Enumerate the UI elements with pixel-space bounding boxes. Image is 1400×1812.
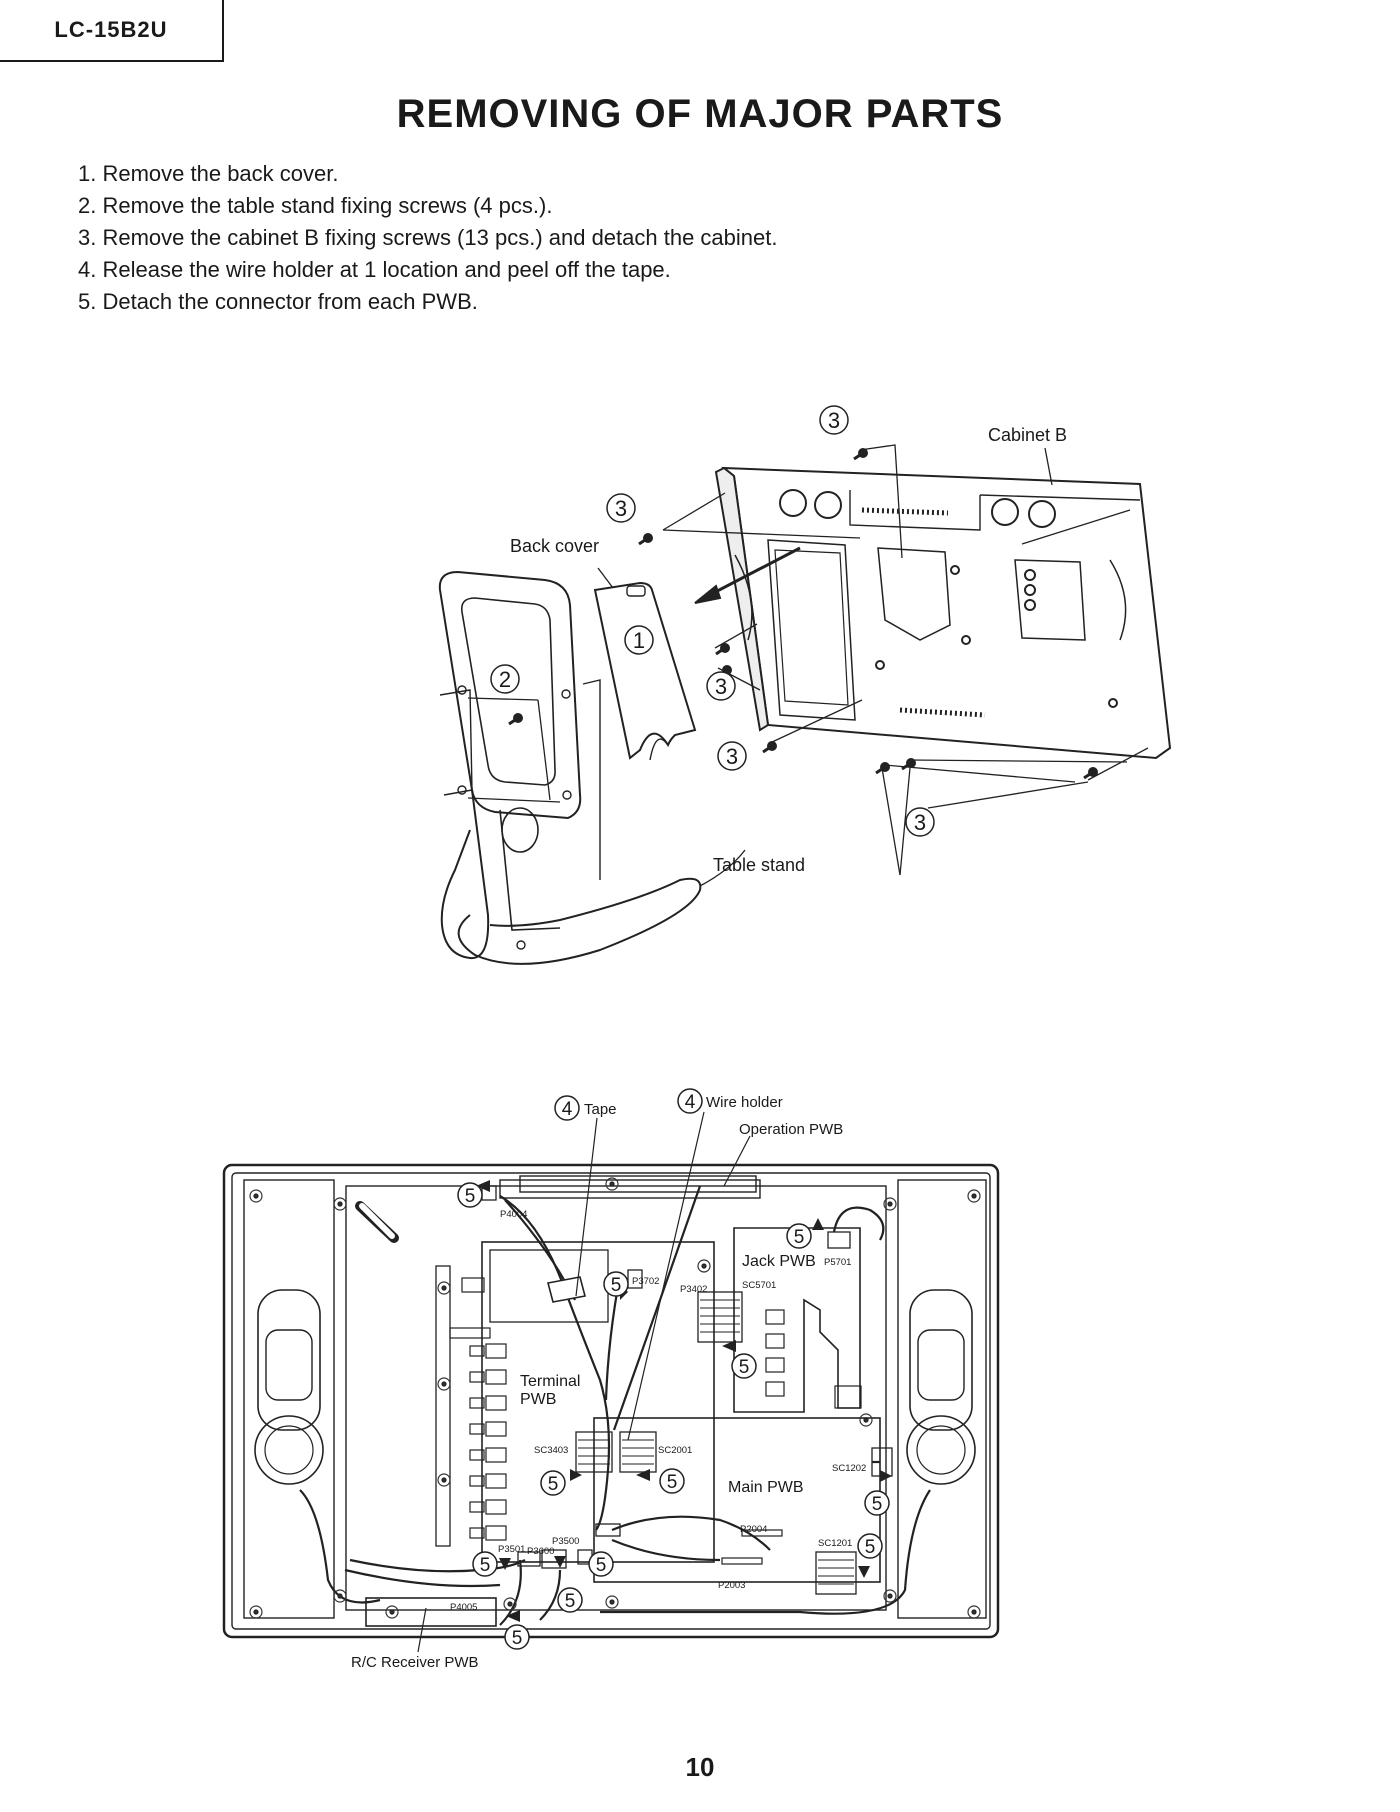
exploded-view-figure — [438, 444, 1172, 965]
connector-p4004: P4004 — [500, 1209, 527, 1220]
connector-sc3403: SC3403 — [534, 1445, 568, 1456]
label-terminal-pwb-line2: PWB — [520, 1391, 556, 1408]
cabinet-b-drawing — [714, 466, 1172, 760]
connector-p3501: P3501 — [498, 1544, 525, 1555]
callout-5-p3501: 5 — [480, 1555, 491, 1576]
connector-sc1202: SC1202 — [832, 1463, 866, 1474]
callout-3-top: 3 — [828, 408, 840, 433]
connector-p3600: P3600 — [527, 1546, 554, 1557]
step-1: 1. Remove the back cover. — [78, 161, 339, 186]
label-wire-holder: Wire holder — [706, 1094, 783, 1111]
label-table-stand: Table stand — [713, 855, 805, 875]
connector-sc1201: SC1201 — [818, 1538, 852, 1549]
callout-3-mid: 3 — [715, 674, 727, 699]
callout-5-p3702: 5 — [611, 1275, 622, 1296]
label-back-cover: Back cover — [510, 536, 599, 556]
label-jack-pwb: Jack PWB — [742, 1253, 816, 1270]
right-speaker — [897, 1179, 987, 1619]
callout-5-p5701: 5 — [794, 1227, 805, 1248]
callout-3-left: 3 — [615, 496, 627, 521]
label-terminal-pwb-line1: Terminal — [520, 1373, 580, 1390]
callout-1: 1 — [633, 628, 645, 653]
callout-5-sc3403: 5 — [548, 1474, 559, 1495]
callout-5-p4004: 5 — [465, 1186, 476, 1207]
page-title: REMOVING OF MAJOR PARTS — [396, 92, 1004, 136]
callout-5-sc2001: 5 — [667, 1472, 678, 1493]
callout-5-sc5701: 5 — [739, 1357, 750, 1378]
label-operation-pwb: Operation PWB — [739, 1121, 843, 1138]
label-rc-receiver-pwb: R/C Receiver PWB — [351, 1654, 479, 1671]
instruction-steps: 1. Remove the back cover. 2. Remove the … — [78, 158, 778, 318]
connector-p3500: P3500 — [552, 1536, 579, 1547]
callout-2: 2 — [499, 667, 511, 692]
figure1-callouts: 1 2 3 3 3 3 3 — [490, 405, 935, 837]
main-pwb — [575, 1417, 893, 1595]
model-number: LC-15B2U — [0, 0, 224, 62]
figure2-callouts: 4 4 5 5 5 5 5 5 5 5 5 5 5 5 — [457, 1088, 890, 1650]
label-cabinet-b: Cabinet B — [988, 425, 1067, 445]
callout-4-wire-holder: 4 — [685, 1092, 696, 1113]
direction-arrows — [476, 1180, 892, 1622]
label-main-pwb: Main PWB — [728, 1479, 804, 1496]
connector-p4005: P4005 — [450, 1602, 477, 1613]
back-cover-drawing — [593, 581, 697, 761]
label-tape: Tape — [584, 1101, 617, 1118]
callout-5-p3500: 5 — [596, 1555, 607, 1576]
screw-leaders — [467, 444, 1149, 803]
jack-pwb — [697, 1227, 862, 1413]
connector-sc5701: SC5701 — [742, 1280, 776, 1291]
page-number: 10 — [685, 1752, 715, 1782]
step-4: 4. Release the wire holder at 1 location… — [78, 257, 671, 282]
step-2: 2. Remove the table stand fixing screws … — [78, 193, 553, 218]
connector-p2004: P2004 — [740, 1524, 767, 1535]
connector-p2003: P2003 — [718, 1580, 745, 1591]
connector-p3402: P3402 — [680, 1284, 707, 1295]
left-speaker — [243, 1179, 335, 1619]
connector-p3702: P3702 — [632, 1276, 659, 1287]
callout-5-sc1202: 5 — [872, 1494, 883, 1515]
connector-p5701: P5701 — [824, 1257, 851, 1268]
connector-designators: P4004 P3702 P3402 SC5701 P5701 SC3403 SC… — [450, 1209, 866, 1613]
step-5: 5. Detach the connector from each PWB. — [78, 289, 478, 314]
connector-sc2001: SC2001 — [658, 1445, 692, 1456]
callout-3-bottom: 3 — [914, 810, 926, 835]
callout-3-lower: 3 — [726, 744, 738, 769]
callout-4-tape: 4 — [562, 1099, 573, 1120]
callout-5-sc1201: 5 — [865, 1537, 876, 1558]
step-3: 3. Remove the cabinet B fixing screws (1… — [78, 225, 778, 250]
figure2-labels: Tape Wire holder Operation PWB Jack PWB … — [351, 1094, 843, 1671]
callout-5-p3600: 5 — [565, 1591, 576, 1612]
callout-5-p4005: 5 — [512, 1628, 523, 1649]
